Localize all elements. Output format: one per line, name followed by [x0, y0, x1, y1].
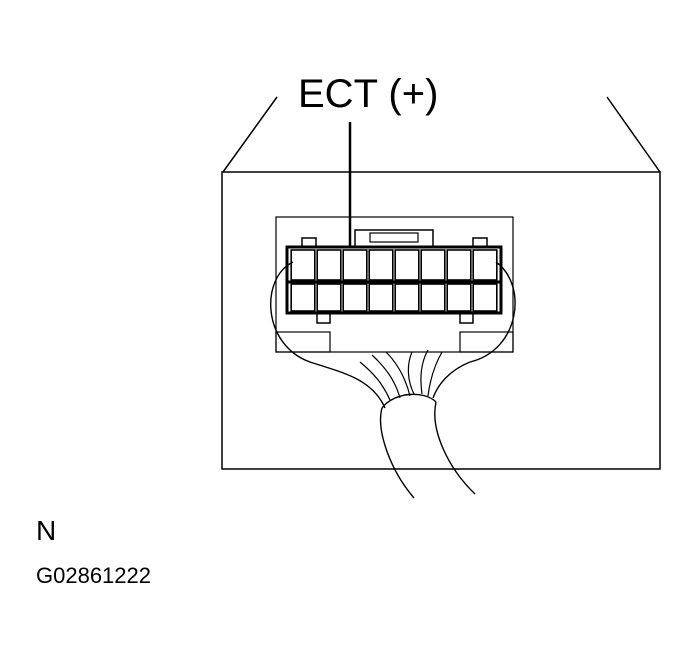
- terminal-grid: [287, 249, 501, 312]
- ect-plus-label: ECT (+): [298, 72, 438, 116]
- terminal-upper-2: [316, 249, 342, 281]
- terminal-lower-6: [420, 283, 446, 312]
- code-letter: N: [36, 515, 56, 546]
- perspective-line-left: [222, 96, 278, 173]
- enlarged-view-frame: [221, 171, 661, 470]
- terminal-lower-7: [446, 283, 472, 312]
- perspective-line-right: [606, 96, 661, 173]
- connector-latch-inner: [369, 232, 419, 243]
- connector-housing: [275, 216, 514, 353]
- terminal-lower-8: [472, 283, 498, 312]
- terminal-lower-2: [316, 283, 342, 312]
- terminal-upper-6: [420, 249, 446, 281]
- terminal-upper-4: [368, 249, 394, 281]
- terminal-lower-1: [290, 283, 316, 312]
- terminal-upper-3: [342, 249, 368, 281]
- terminal-upper-1: [290, 249, 316, 281]
- housing-foot-left: [275, 331, 331, 353]
- figure-id: G02861222: [36, 563, 151, 588]
- housing-foot-right: [459, 331, 514, 353]
- harness-loop-outline: [270, 261, 516, 409]
- terminal-upper-7: [446, 249, 472, 281]
- harness-wires: [359, 349, 443, 401]
- terminal-lower-3: [342, 283, 368, 312]
- terminal-lower-4: [368, 283, 394, 312]
- terminal-upper-8: [472, 249, 498, 281]
- harness-sheath: [379, 393, 476, 499]
- terminal-lower-5: [394, 283, 420, 312]
- terminal-upper-5: [394, 249, 420, 281]
